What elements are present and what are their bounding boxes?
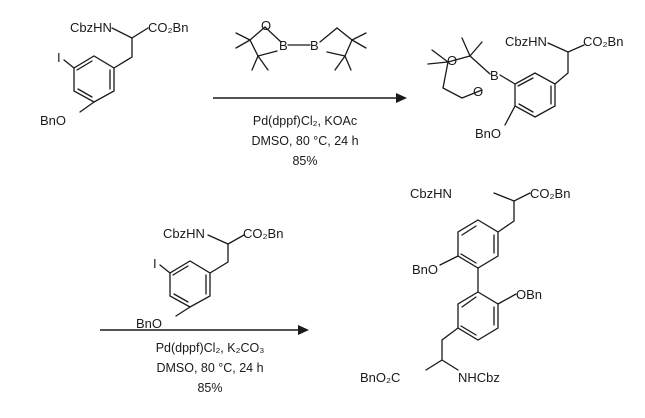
boron-label: B [490,68,499,83]
reaction-conditions-1: Pd(dppf)Cl₂, KOAc DMSO, 80 °C, 24 h 85% [251,114,358,168]
ester-label: CO₂Bn [583,34,623,49]
solvent-temperature-time: DMSO, 80 °C, 24 h [156,361,263,375]
ester-label: CO₂Bn [530,186,570,201]
iodo-label: I [153,256,157,271]
ether-label: BnO [475,126,501,141]
oxygen-label: O [473,84,483,99]
aryl-iodide-top: CbzHN CO₂Bn I BnO [40,20,188,128]
reaction-arrow-2 [100,325,309,335]
yield: 85% [197,381,222,395]
oxygen-label: O [447,53,457,68]
aryl-iodide-bottom: CbzHN CO₂Bn I BnO [136,226,283,331]
iodo-label: I [57,50,61,65]
ether-label: OBn [516,287,542,302]
catalyst-and-base: Pd(dppf)Cl₂, KOAc [253,114,357,128]
amine-label: CbzHN [410,186,452,201]
ester-label: CO₂Bn [148,20,188,35]
amine-label: CbzHN [163,226,205,241]
oxygen-label: O [261,18,271,33]
ester-label: CO₂Bn [243,226,283,241]
boron-label: B [310,38,319,53]
ether-label: BnO [412,262,438,277]
reaction-conditions-2: Pd(dppf)Cl₂, K₂CO₃ DMSO, 80 °C, 24 h 85% [156,341,265,395]
amine-label: NHCbz [458,370,500,385]
ether-label: BnO [136,316,162,331]
solvent-temperature-time: DMSO, 80 °C, 24 h [251,134,358,148]
boron-label: B [279,38,288,53]
biaryl-product: CbzHN CO₂Bn BnO OBn BnO₂C NHCbz [360,186,570,385]
ether-label: BnO [40,113,66,128]
amine-label: CbzHN [70,20,112,35]
yield: 85% [292,154,317,168]
amine-label: CbzHN [505,34,547,49]
ester-label: BnO₂C [360,370,400,385]
boronate-product: CbzHN CO₂Bn B O O BnO [427,34,623,141]
catalyst-and-base: Pd(dppf)Cl₂, K₂CO₃ [156,341,265,355]
reaction-arrow-1 [213,93,407,103]
bis-pinacolato-diboron: O B B [235,18,367,71]
